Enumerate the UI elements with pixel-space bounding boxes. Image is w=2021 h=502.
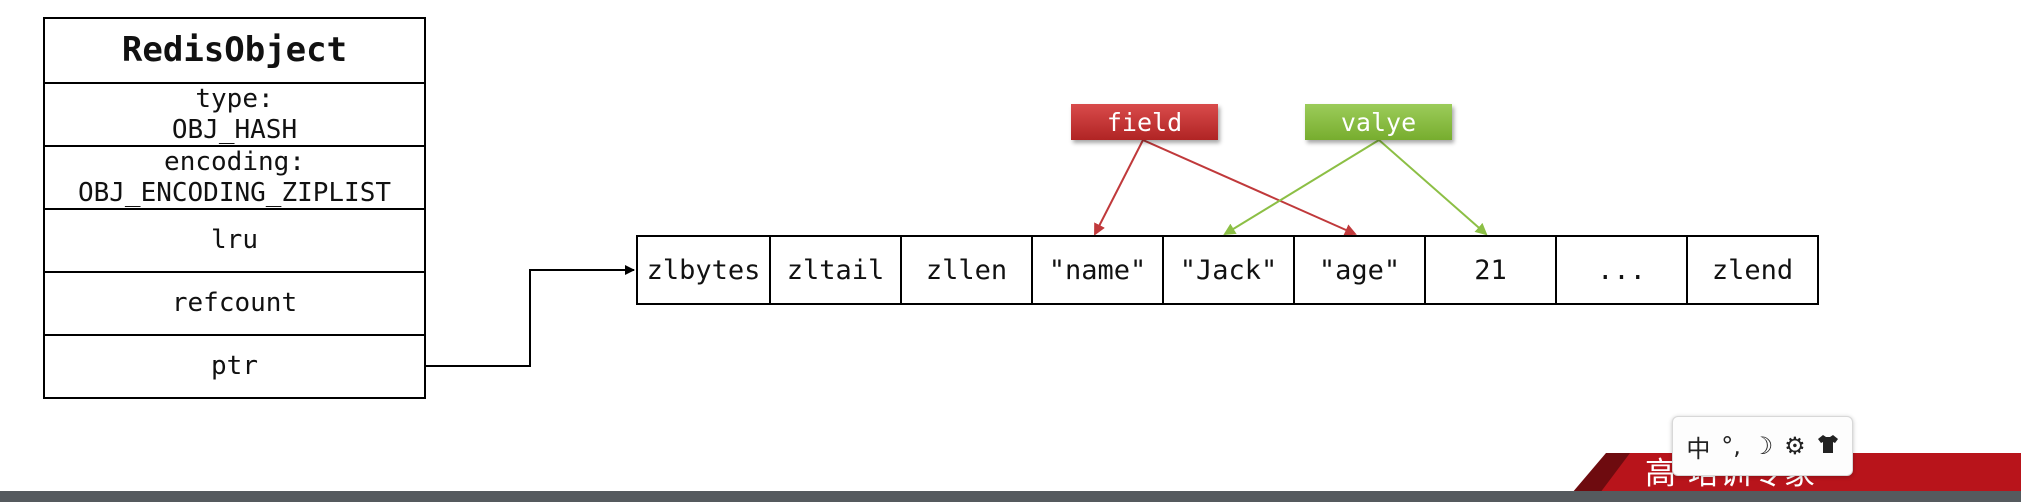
struct-encoding-row: encoding: OBJ_ENCODING_ZIPLIST xyxy=(45,145,424,208)
ziplist-cell-name: "name" xyxy=(1031,237,1162,303)
encoding-label: encoding: xyxy=(164,146,305,177)
ziplist-cell-zlend: zlend xyxy=(1686,237,1817,303)
ziplist-cell-21: 21 xyxy=(1424,237,1555,303)
footer-bar xyxy=(0,491,2021,502)
shirt-icon[interactable] xyxy=(1817,432,1839,460)
ziplist-cell-zltail: zltail xyxy=(769,237,900,303)
moon-icon[interactable]: ☽ xyxy=(1751,432,1774,460)
struct-refcount-row: refcount xyxy=(45,271,424,334)
value-arrow-jack xyxy=(1223,139,1380,236)
redis-object-struct: RedisObject type: OBJ_HASH encoding: OBJ… xyxy=(43,17,426,399)
ziplist-cell-zlbytes: zlbytes xyxy=(646,254,761,286)
encoding-value: OBJ_ENCODING_ZIPLIST xyxy=(77,177,392,208)
ime-mode-button[interactable]: 中 xyxy=(1686,434,1711,463)
value-tag: valye xyxy=(1305,104,1452,140)
field-arrow-name xyxy=(1094,139,1144,236)
ziplist-cell-ellipsis: ... xyxy=(1555,237,1686,303)
struct-title: RedisObject xyxy=(121,30,348,70)
struct-ptr-row: ptr xyxy=(45,334,424,397)
ime-punct-button[interactable]: °, xyxy=(1721,432,1741,460)
ziplist: zlbytes zltail zllen "name" "Jack" "age"… xyxy=(636,235,1819,305)
ziplist-cell-age: "age" xyxy=(1293,237,1424,303)
value-arrow-21 xyxy=(1378,139,1488,236)
type-label: type: xyxy=(195,83,274,114)
struct-type-row: type: OBJ_HASH xyxy=(45,82,424,145)
type-value: OBJ_HASH xyxy=(171,114,298,145)
ziplist-cell-jack: "Jack" xyxy=(1162,237,1293,303)
ziplist-cell-zllen: zllen xyxy=(900,237,1031,303)
struct-lru-row: lru xyxy=(45,208,424,271)
field-tag: field xyxy=(1071,104,1218,140)
field-arrow-age xyxy=(1142,139,1357,236)
ime-toolbar[interactable]: 中 °, ☽ ⚙ xyxy=(1672,416,1853,476)
gear-icon[interactable]: ⚙ xyxy=(1784,432,1806,460)
ptr-arrow xyxy=(426,265,635,367)
